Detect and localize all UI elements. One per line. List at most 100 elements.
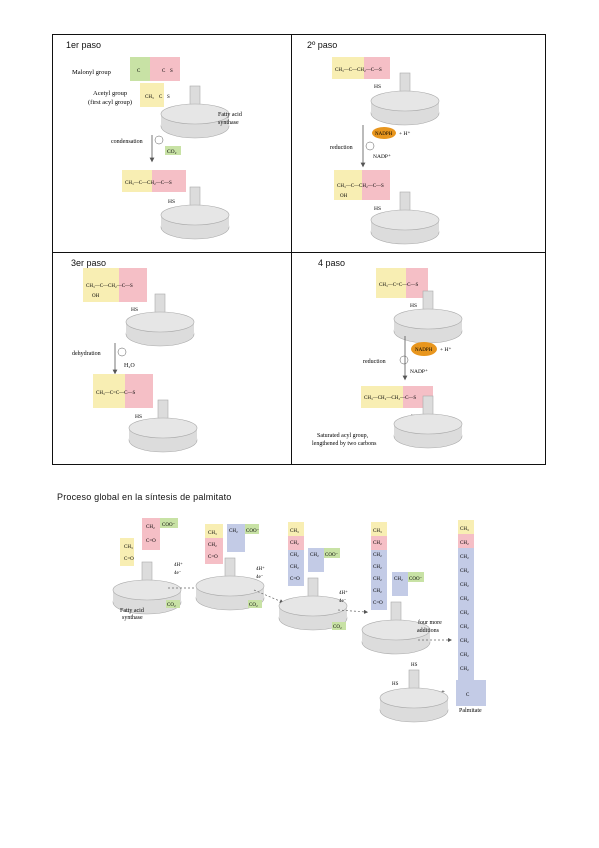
svg-text:C=O: C=O	[124, 557, 134, 562]
global-enzyme-free	[379, 669, 449, 723]
label-global-fas-2: synthase	[122, 615, 143, 621]
label-acetyl: Acetyl group	[93, 90, 127, 97]
svg-text:C=O: C=O	[146, 539, 156, 544]
svg-text:HS: HS	[374, 206, 381, 212]
svg-text:NADPH: NADPH	[415, 348, 433, 353]
label-acetyl-sub: (first acyl group)	[88, 99, 132, 106]
svg-text:CH₃—CH₂—CH₂—C—S: CH₃—CH₂—CH₂—C—S	[364, 396, 416, 401]
svg-text:C: C	[466, 693, 470, 698]
svg-text:CH₃: CH₃	[145, 95, 154, 100]
svg-text:CH₃: CH₃	[208, 531, 217, 536]
svg-text:4H⁺: 4H⁺	[174, 562, 183, 568]
step-1-enzyme-product	[160, 186, 230, 240]
svg-text:C: C	[159, 95, 163, 100]
svg-text:CH₂: CH₂	[229, 529, 238, 534]
svg-text:CH₂: CH₂	[290, 553, 299, 558]
svg-text:CH₃—C=C—C—S: CH₃—C=C—C—S	[379, 283, 419, 288]
svg-text:NADP⁺: NADP⁺	[373, 153, 391, 160]
svg-text:HS: HS	[392, 682, 399, 687]
label-condensation: condensation	[111, 139, 143, 145]
svg-text:NADP⁺: NADP⁺	[410, 368, 428, 375]
svg-text:CH₂: CH₂	[460, 639, 469, 644]
svg-text:CH₂: CH₂	[373, 589, 382, 594]
svg-text:C=O: C=O	[208, 555, 218, 560]
step-3-title: 3er paso	[71, 258, 107, 268]
svg-text:COO⁻: COO⁻	[409, 577, 423, 582]
step-2-enzyme	[370, 72, 440, 126]
svg-text:COO⁻: COO⁻	[246, 529, 260, 534]
svg-text:CH₃—C=C—C—S: CH₃—C=C—C—S	[96, 391, 136, 396]
svg-text:COO⁻: COO⁻	[162, 523, 176, 528]
svg-text:CH₂: CH₂	[460, 625, 469, 630]
svg-text:C: C	[162, 69, 166, 74]
label-fas-2: synthase	[218, 120, 239, 126]
svg-text:CH₂: CH₂	[373, 565, 382, 570]
label-fas: Fatty acid	[218, 112, 242, 118]
steps-grid	[52, 34, 546, 465]
svg-text:HS: HS	[411, 663, 418, 668]
nadph-oval-4	[411, 342, 437, 356]
svg-text:+ H⁺: + H⁺	[399, 130, 410, 137]
svg-text:OH: OH	[92, 294, 100, 299]
global-process-diagram: CH₃ C=O CH₂ COO⁻ C=O Fatty acid synthase…	[112, 518, 486, 723]
label-additions: additions	[417, 628, 440, 634]
svg-text:CH₃—C—CH₂—C—S: CH₃—C—CH₂—C—S	[125, 181, 172, 186]
svg-text:CH₂: CH₂	[460, 583, 469, 588]
svg-text:CH₃: CH₃	[124, 545, 133, 550]
svg-text:COO⁻: COO⁻	[325, 553, 339, 558]
step-2-panel: CH₃—C—CH₂—C—S HS NADPH + H⁺ reduction NA…	[330, 57, 440, 245]
svg-text:HS: HS	[131, 307, 138, 313]
svg-text:HS: HS	[168, 199, 175, 205]
step-4-title: 4 paso	[318, 258, 346, 268]
svg-text:CH₂: CH₂	[460, 555, 469, 560]
svg-text:4e⁻: 4e⁻	[339, 599, 347, 604]
svg-text:CH₃—C—CH₂—C—S: CH₃—C—CH₂—C—S	[86, 284, 133, 289]
step-4-enzyme	[393, 290, 463, 344]
label-saturated-2: lengthened by two carbons	[312, 441, 377, 447]
svg-text:CH₂: CH₂	[310, 553, 319, 558]
malonyl-box-green	[130, 57, 150, 81]
svg-text:CH₂: CH₂	[373, 541, 382, 546]
svg-text:C: C	[137, 69, 141, 74]
svg-text:CO₂: CO₂	[167, 603, 176, 608]
svg-text:HS: HS	[135, 414, 142, 420]
svg-text:CH₂: CH₂	[460, 569, 469, 574]
label-malonyl: Malonyl group	[72, 69, 111, 76]
label-saturated: Saturated acyl group,	[317, 433, 369, 439]
svg-text:4H⁺: 4H⁺	[339, 590, 348, 596]
label-palmitate: Palmitate	[459, 708, 482, 714]
svg-text:C=O: C=O	[373, 601, 383, 606]
svg-text:CH₂: CH₂	[146, 525, 155, 530]
svg-text:CH₃: CH₃	[290, 529, 299, 534]
svg-text:4H⁺: 4H⁺	[256, 566, 265, 572]
step-1-panel: Malonyl group Acetyl group (first acyl g…	[72, 57, 242, 240]
svg-text:CH₂: CH₂	[394, 577, 403, 582]
malonyl-box-pink	[150, 57, 180, 81]
svg-text:+: +	[441, 688, 445, 696]
step-3-panel: CH₃—C—CH₂—C—S OH HS dehydration H₂O CH₃—…	[72, 268, 198, 453]
svg-text:CH₂: CH₂	[373, 577, 382, 582]
label-h2o: H₂O	[124, 363, 135, 369]
svg-text:CH₃: CH₃	[460, 527, 469, 532]
svg-text:CH₃—C—CH₂—C—S: CH₃—C—CH₂—C—S	[335, 68, 382, 73]
svg-text:CO₂: CO₂	[249, 603, 258, 608]
step-4-panel: CH₃—C=C—C—S HS NADPH + H⁺ reduction NADP…	[312, 268, 463, 449]
label-four-more: four more	[418, 619, 442, 626]
global-process-title: Proceso global en la síntesis de palmita…	[57, 492, 232, 502]
svg-text:CH₂: CH₂	[373, 553, 382, 558]
label-co2: CO₂	[167, 149, 177, 155]
grid-divider-vertical	[291, 35, 292, 464]
svg-text:CH₂: CH₂	[460, 667, 469, 672]
svg-text:CH₃—C—CH₂—C—S: CH₃—C—CH₂—C—S	[337, 184, 384, 189]
svg-text:CH₃: CH₃	[373, 529, 382, 534]
svg-text:CO₂: CO₂	[333, 625, 342, 630]
label-nadph: NADPH	[375, 132, 393, 137]
nadph-oval	[372, 127, 396, 139]
acetyl-box-yellow	[140, 83, 164, 107]
svg-text:HS: HS	[410, 303, 417, 309]
svg-text:CH₂: CH₂	[208, 543, 217, 548]
svg-text:4e⁻: 4e⁻	[256, 575, 264, 580]
step-1-title: 1er paso	[66, 40, 102, 50]
svg-text:CH₂: CH₂	[290, 541, 299, 546]
